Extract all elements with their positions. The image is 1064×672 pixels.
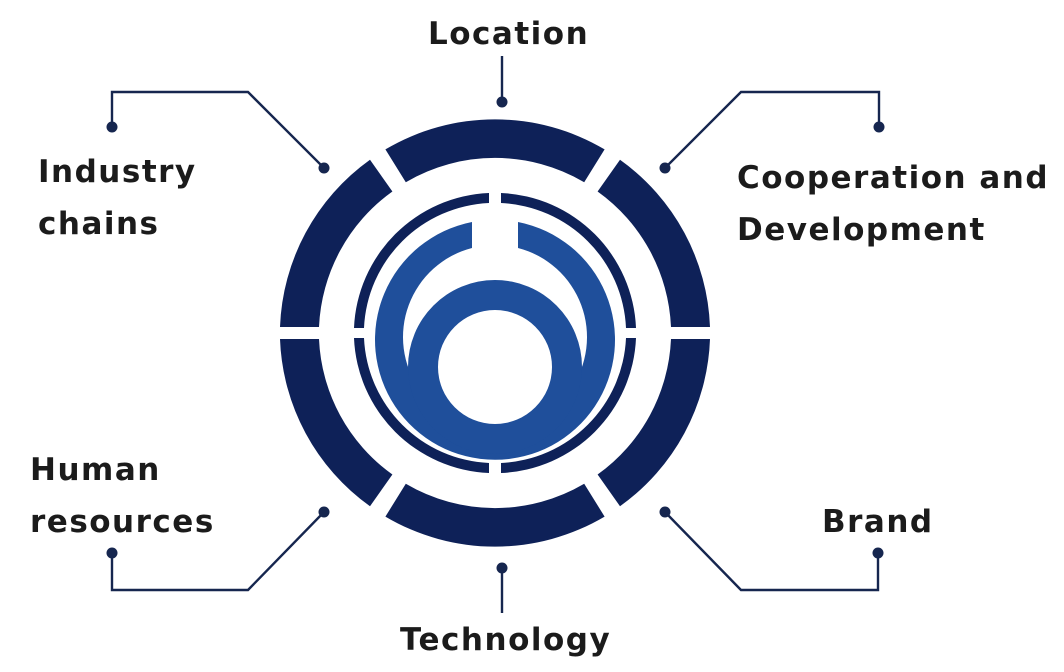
inner-ring — [354, 193, 636, 473]
label-cooperation-development-line-1: Cooperation and — [737, 160, 1050, 196]
inner-ring-segment-top-left — [354, 193, 489, 328]
emblem-inner-ring — [408, 280, 582, 454]
connectors — [110, 56, 881, 613]
connector-industry-chains — [110, 90, 325, 169]
label-human-resources: Human resources — [30, 444, 215, 548]
connector-dot — [659, 162, 671, 174]
label-cooperation-development-line-2: Development — [737, 212, 986, 248]
connector-dot — [659, 506, 671, 518]
connector-human-resources — [110, 511, 325, 592]
central-emblem — [375, 222, 616, 460]
outer-ring — [280, 119, 710, 547]
outer-ring-segment-lower-left — [280, 339, 393, 507]
connector-dot — [106, 547, 118, 559]
connector-dot — [318, 506, 330, 518]
label-industry-chains-line-2: chains — [38, 206, 160, 242]
connector-dot — [496, 562, 508, 574]
connector-dot — [106, 121, 118, 133]
outer-ring-segment-upper-left — [280, 159, 393, 327]
inner-ring-segment-bottom-left — [354, 338, 489, 473]
label-brand: Brand — [822, 496, 934, 548]
label-human-resources-line-1: Human — [30, 452, 161, 488]
label-human-resources-line-2: resources — [30, 504, 215, 540]
connector-dot — [496, 96, 508, 108]
connector-dot — [873, 121, 885, 133]
connector-dots — [106, 96, 885, 574]
outer-ring-segment-lower-right — [597, 339, 710, 507]
inner-ring-segment-top-right — [501, 193, 636, 328]
label-industry-chains-line-1: Industry — [38, 154, 197, 190]
connector-dot — [872, 547, 884, 559]
label-brand-line: Brand — [822, 504, 934, 540]
label-technology-line: Technology — [400, 622, 612, 658]
label-technology: Technology — [400, 614, 611, 666]
label-location-line: Location — [428, 16, 590, 52]
label-location: Location — [428, 8, 589, 60]
inner-ring-segment-bottom-right — [501, 338, 636, 473]
connector-cooperation-development — [664, 90, 881, 169]
label-industry-chains: Industry chains — [38, 146, 197, 250]
connector-brand — [664, 511, 880, 592]
connector-dot — [318, 162, 330, 174]
outer-ring-segment-bottom — [385, 483, 605, 547]
outer-ring-segment-upper-right — [597, 159, 710, 327]
outer-ring-segment-top — [385, 119, 605, 183]
label-cooperation-development: Cooperation and Development — [737, 152, 1049, 256]
